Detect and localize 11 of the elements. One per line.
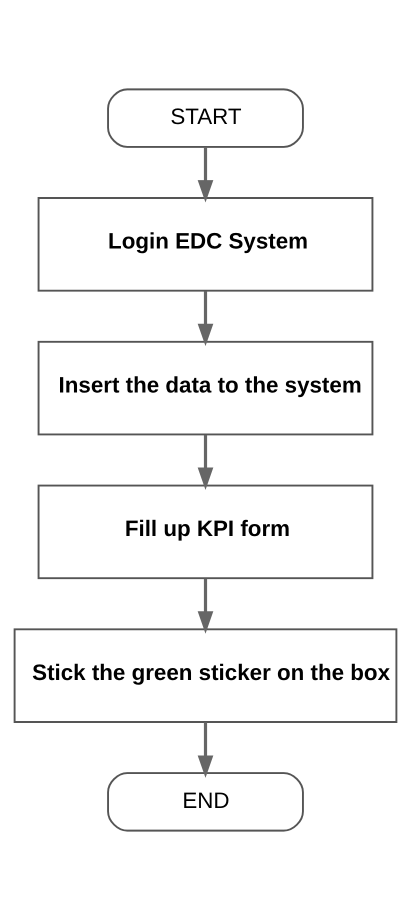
arrow [198, 578, 214, 634]
node-box: Insert the data to the system [38, 340, 374, 435]
node-box: END [107, 772, 304, 832]
node-box: START [107, 88, 304, 148]
arrow [198, 434, 214, 490]
arrow [198, 290, 214, 346]
arrow [198, 722, 214, 778]
arrow [198, 146, 214, 202]
node-box: Stick the green sticker on the box [14, 628, 398, 722]
node-box: Login EDC System [38, 196, 374, 292]
node-box: Fill up KPI form [38, 484, 374, 579]
